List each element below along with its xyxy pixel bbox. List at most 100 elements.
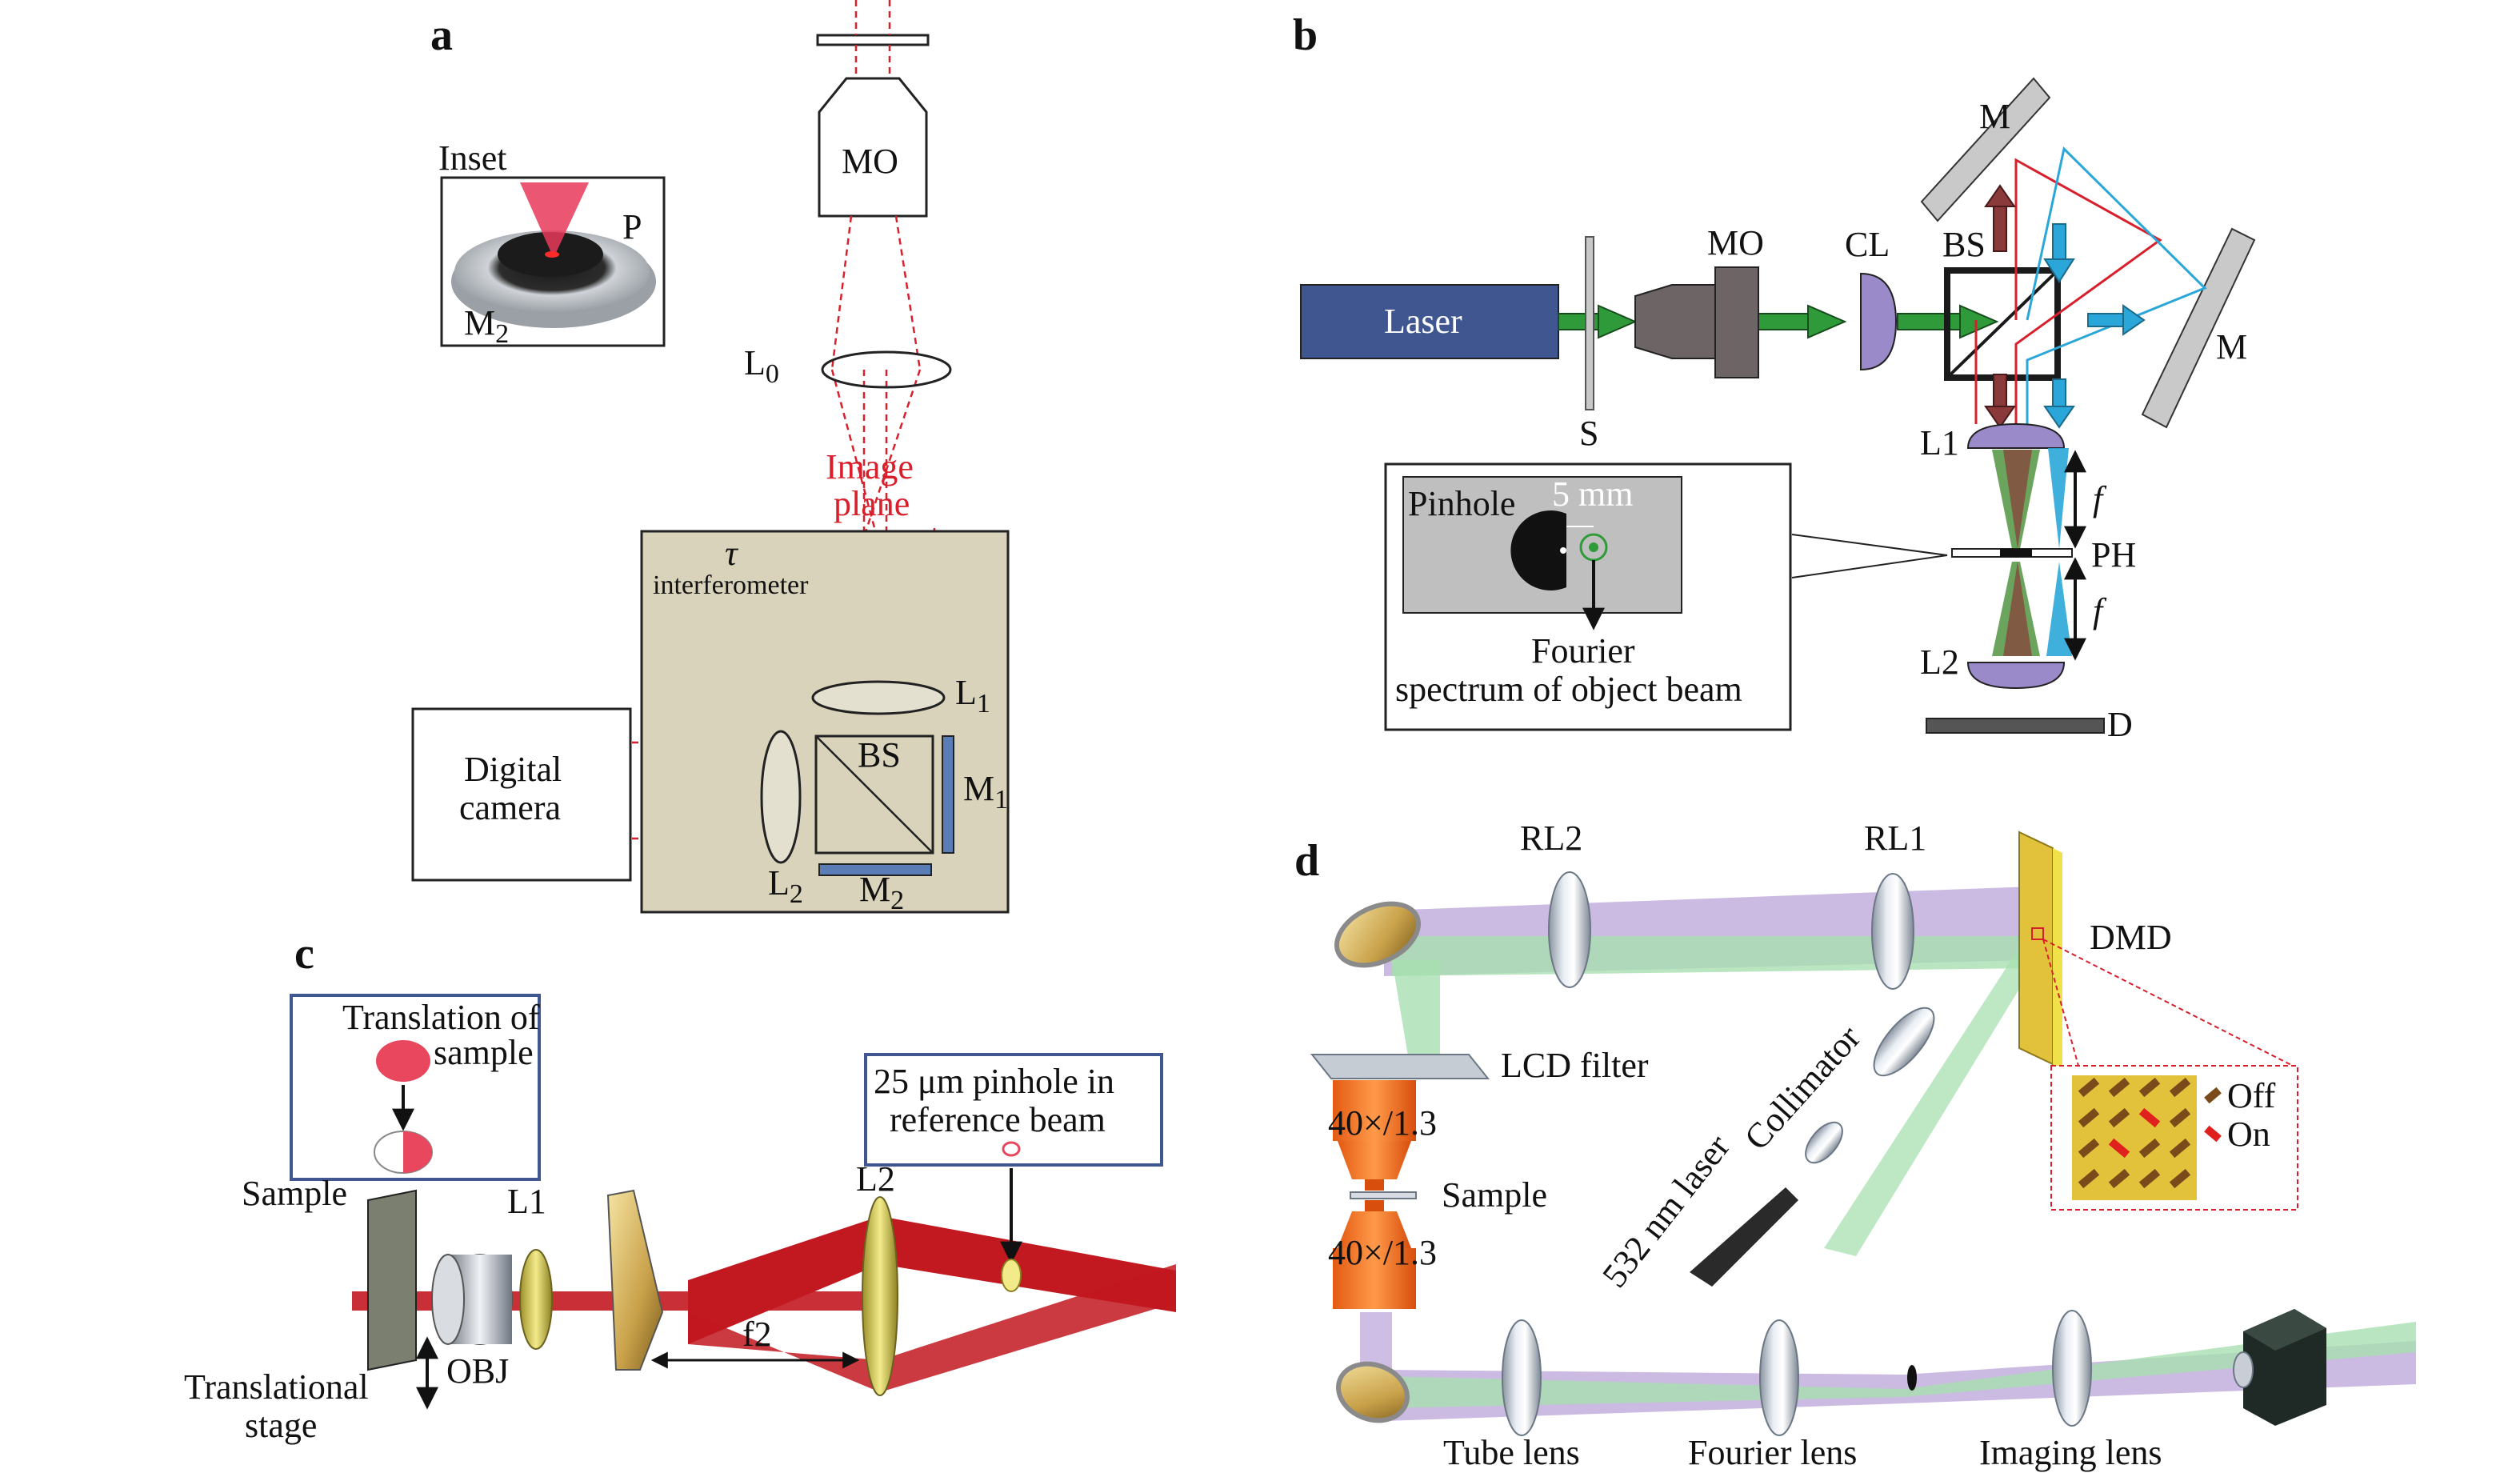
cl-label: CL xyxy=(1845,225,1890,264)
l2-label-a: L2 xyxy=(768,863,803,909)
f-label-2: f xyxy=(2093,591,2107,630)
green-beam-b xyxy=(1558,304,1999,339)
l1-label-c: L1 xyxy=(507,1182,546,1221)
inset-box: Inset P M2 xyxy=(438,138,666,349)
translation-label-2: sample xyxy=(434,1033,534,1072)
pinhole-inset-c xyxy=(864,1053,1163,1167)
lens-l2-b xyxy=(1966,662,2066,690)
mirror-m2 xyxy=(818,863,932,876)
off-label: Off xyxy=(2227,1076,2276,1115)
prism-c xyxy=(606,1189,664,1371)
laser-source-d xyxy=(1690,1187,1798,1287)
laser-label-b: Laser xyxy=(1384,302,1462,341)
pinhole-label-c-1: 25 μm pinhole in xyxy=(874,1062,1114,1101)
cylindrical-lens-cl xyxy=(1860,272,1898,371)
mirror-bottom-left xyxy=(1336,1361,1410,1423)
on-mirror-icon xyxy=(2204,1125,2222,1143)
off-mirror-icon xyxy=(2204,1087,2222,1104)
dmd-label: DMD xyxy=(2090,918,2172,957)
lens-l1-b xyxy=(1966,422,2066,449)
relay-lens-rl1 xyxy=(1871,873,1914,990)
laser-cone-icon xyxy=(520,182,589,254)
translation-label-1: Translation of xyxy=(342,998,540,1037)
dmd-device xyxy=(2018,831,2054,1066)
tube-lens-label: Tube lens xyxy=(1443,1433,1580,1472)
m2-label: M2 xyxy=(859,870,904,915)
detector-d xyxy=(1926,718,2105,734)
laser-source-b xyxy=(1300,284,1559,359)
panel-b: b Laser S MO CL BS M M xyxy=(1293,10,2256,744)
five-mm-label: 5 mm xyxy=(1552,474,1633,514)
fourier-mask xyxy=(1907,1365,1917,1391)
l0-label: L0 xyxy=(744,343,779,389)
bs-label-b: BS xyxy=(1942,225,1986,264)
panel-c: c Translation of sample Sample L1 L2 xyxy=(184,929,1176,1445)
fourier-label-1: Fourier xyxy=(1531,631,1635,670)
inset-m2-label: M2 xyxy=(464,303,509,349)
beam-splitter-a xyxy=(814,734,934,855)
stage-label-1: Translational xyxy=(184,1367,369,1407)
top-window xyxy=(816,34,930,46)
image-plane-label-2: plane xyxy=(834,484,910,523)
objective-top-label: 40×/1.3 xyxy=(1328,1103,1437,1143)
camera-label-1: Digital xyxy=(464,750,562,789)
panel-label-a: a xyxy=(430,10,453,60)
panel-label-d: d xyxy=(1294,836,1319,886)
mirror-m-top xyxy=(1920,77,2051,222)
m-top-label: M xyxy=(1979,97,2010,136)
sample-d xyxy=(1350,1191,1417,1199)
shutter-s xyxy=(1585,236,1594,410)
imaging-lens xyxy=(2052,1310,2092,1427)
tube-lens xyxy=(1502,1319,1542,1436)
pinhole-label-c-2: reference beam xyxy=(890,1100,1106,1139)
on-label: On xyxy=(2227,1115,2270,1154)
relay-lens-rl2 xyxy=(1548,871,1591,988)
panel-label-c: c xyxy=(294,929,314,979)
sample-slide xyxy=(367,1189,417,1371)
panel-a: a Inset P M2 MO xyxy=(411,0,1010,915)
inset-p-label: P xyxy=(622,207,642,246)
object-reference-beams xyxy=(1974,146,2207,432)
sample-label-d: Sample xyxy=(1442,1175,1547,1215)
lens-l0 xyxy=(821,350,952,389)
bottom-beam-d xyxy=(1384,1322,2416,1421)
digital-camera xyxy=(411,707,632,882)
fourier-label-2: spectrum of object beam xyxy=(1395,670,1742,709)
f-label-1: f xyxy=(2093,479,2107,518)
microscope-objective-b xyxy=(1634,284,1716,359)
lens-l2-c xyxy=(862,1196,898,1396)
s-label: S xyxy=(1579,414,1598,453)
lens-l1-c xyxy=(519,1249,553,1350)
bs-label-a: BS xyxy=(858,735,901,775)
fourier-lens-label: Fourier lens xyxy=(1688,1433,1857,1472)
m1-label: M1 xyxy=(963,769,1008,815)
lcd-label: LCD filter xyxy=(1501,1046,1649,1085)
microscope-objective xyxy=(818,77,928,218)
camera-label-2: camera xyxy=(459,788,561,827)
f2-label-c: f2 xyxy=(742,1315,772,1354)
l2-label-b: L2 xyxy=(1920,642,1959,682)
lcd-filter xyxy=(1310,1054,1490,1079)
mo-label-b: MO xyxy=(1707,223,1764,262)
mirror-m1 xyxy=(942,735,954,854)
ph-label: PH xyxy=(2091,535,2136,574)
d-label: D xyxy=(2107,705,2133,744)
fourier-lens xyxy=(1759,1319,1799,1436)
interferometer-label: interferometer xyxy=(653,570,809,600)
rl1-label: RL1 xyxy=(1864,819,1926,858)
l1-label-b: L1 xyxy=(1920,423,1959,462)
imaging-lens-label: Imaging lens xyxy=(1979,1433,2162,1472)
mirror-m-right xyxy=(2141,227,2256,429)
sample-label-c: Sample xyxy=(242,1174,347,1213)
l1-label: L1 xyxy=(955,673,990,718)
tau-label: τ xyxy=(725,534,739,573)
obj-label-c: OBJ xyxy=(446,1351,509,1391)
collimator-lens-1 xyxy=(1873,1007,1935,1077)
objective-bottom-d xyxy=(1365,1200,1384,1211)
collimator-lens-2 xyxy=(1805,1121,1843,1164)
lens-l2-a xyxy=(760,730,802,864)
lens-l1 xyxy=(811,680,946,715)
rl2-label: RL2 xyxy=(1520,819,1582,858)
stage-label-2: stage xyxy=(245,1406,317,1445)
